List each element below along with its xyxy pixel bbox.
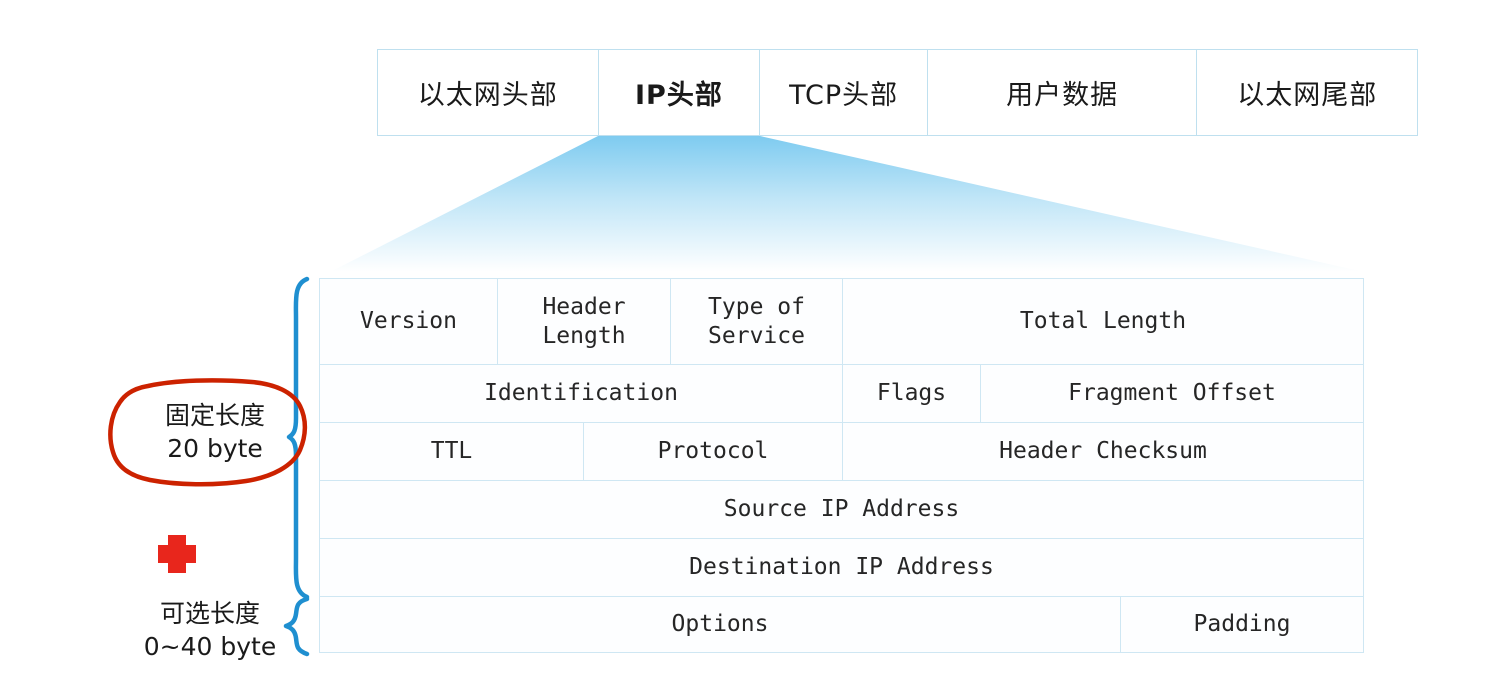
ip-header-row: Identification Flags Fragment Offset	[320, 365, 1363, 423]
ip-field-source-ip-address[interactable]: Source IP Address	[320, 481, 1363, 538]
ip-field-label: Header Length	[542, 294, 626, 349]
frame-cell-ethernet-header[interactable]: 以太网头部	[378, 50, 599, 135]
ip-header-row: Source IP Address	[320, 481, 1363, 539]
ip-field-label: Type of Service	[708, 294, 805, 349]
optional-length-label: 可选长度 0~40 byte	[143, 599, 277, 661]
frame-cell-ip-header[interactable]: IP头部	[599, 50, 761, 135]
frame-cell-ethernet-trailer[interactable]: 以太网尾部	[1197, 50, 1417, 135]
ip-field-label: Version	[360, 308, 457, 335]
ip-field-options[interactable]: Options	[320, 597, 1121, 652]
ip-field-label: Source IP Address	[723, 496, 960, 523]
frame-cell-label: 以太网尾部	[1237, 80, 1378, 111]
ip-field-flags[interactable]: Flags	[843, 365, 981, 422]
ip-field-destination-ip-address[interactable]: Destination IP Address	[320, 539, 1363, 596]
ip-field-label: Flags	[876, 380, 947, 407]
frame-cell-tcp-header[interactable]: TCP头部	[760, 50, 928, 135]
ip-field-label: Protocol	[657, 438, 769, 465]
ip-field-version[interactable]: Version	[320, 279, 498, 364]
ip-header-row: Version Header Length Type of Service To…	[320, 279, 1363, 365]
ip-field-total-length[interactable]: Total Length	[843, 279, 1363, 364]
frame-cell-label: 以太网头部	[417, 80, 558, 111]
ip-field-label: Header Checksum	[999, 438, 1207, 465]
ip-field-label: Fragment Offset	[1068, 380, 1276, 407]
ip-field-type-of-service[interactable]: Type of Service	[671, 279, 843, 364]
ip-field-label: Padding	[1193, 611, 1291, 638]
frame-cell-user-data[interactable]: 用户数据	[928, 50, 1198, 135]
ip-field-header-length[interactable]: Header Length	[498, 279, 671, 364]
ip-field-fragment-offset[interactable]: Fragment Offset	[981, 365, 1363, 422]
frame-cell-label: TCP头部	[789, 80, 899, 111]
frame-cell-label: IP头部	[635, 80, 723, 111]
ip-header-row: Options Padding	[320, 597, 1363, 652]
ip-header-row: TTL Protocol Header Checksum	[320, 423, 1363, 481]
ip-header-row: Destination IP Address	[320, 539, 1363, 597]
ethernet-frame-strip: 以太网头部 IP头部 TCP头部 用户数据 以太网尾部	[377, 49, 1418, 136]
ip-field-header-checksum[interactable]: Header Checksum	[843, 423, 1363, 480]
ip-field-identification[interactable]: Identification	[320, 365, 843, 422]
ip-field-label: Options	[671, 611, 769, 638]
ip-field-padding[interactable]: Padding	[1121, 597, 1363, 652]
frame-cell-label: 用户数据	[1006, 80, 1119, 111]
ip-field-label: TTL	[430, 438, 473, 465]
ip-field-ttl[interactable]: TTL	[320, 423, 584, 480]
ip-field-protocol[interactable]: Protocol	[584, 423, 843, 480]
ip-header-table: Version Header Length Type of Service To…	[319, 278, 1364, 653]
plus-icon	[158, 535, 196, 573]
fixed-length-label: 固定长度 20 byte	[164, 401, 265, 463]
ip-field-label: Destination IP Address	[689, 554, 994, 581]
ip-field-label: Total Length	[1019, 308, 1187, 335]
ip-field-label: Identification	[484, 380, 678, 407]
